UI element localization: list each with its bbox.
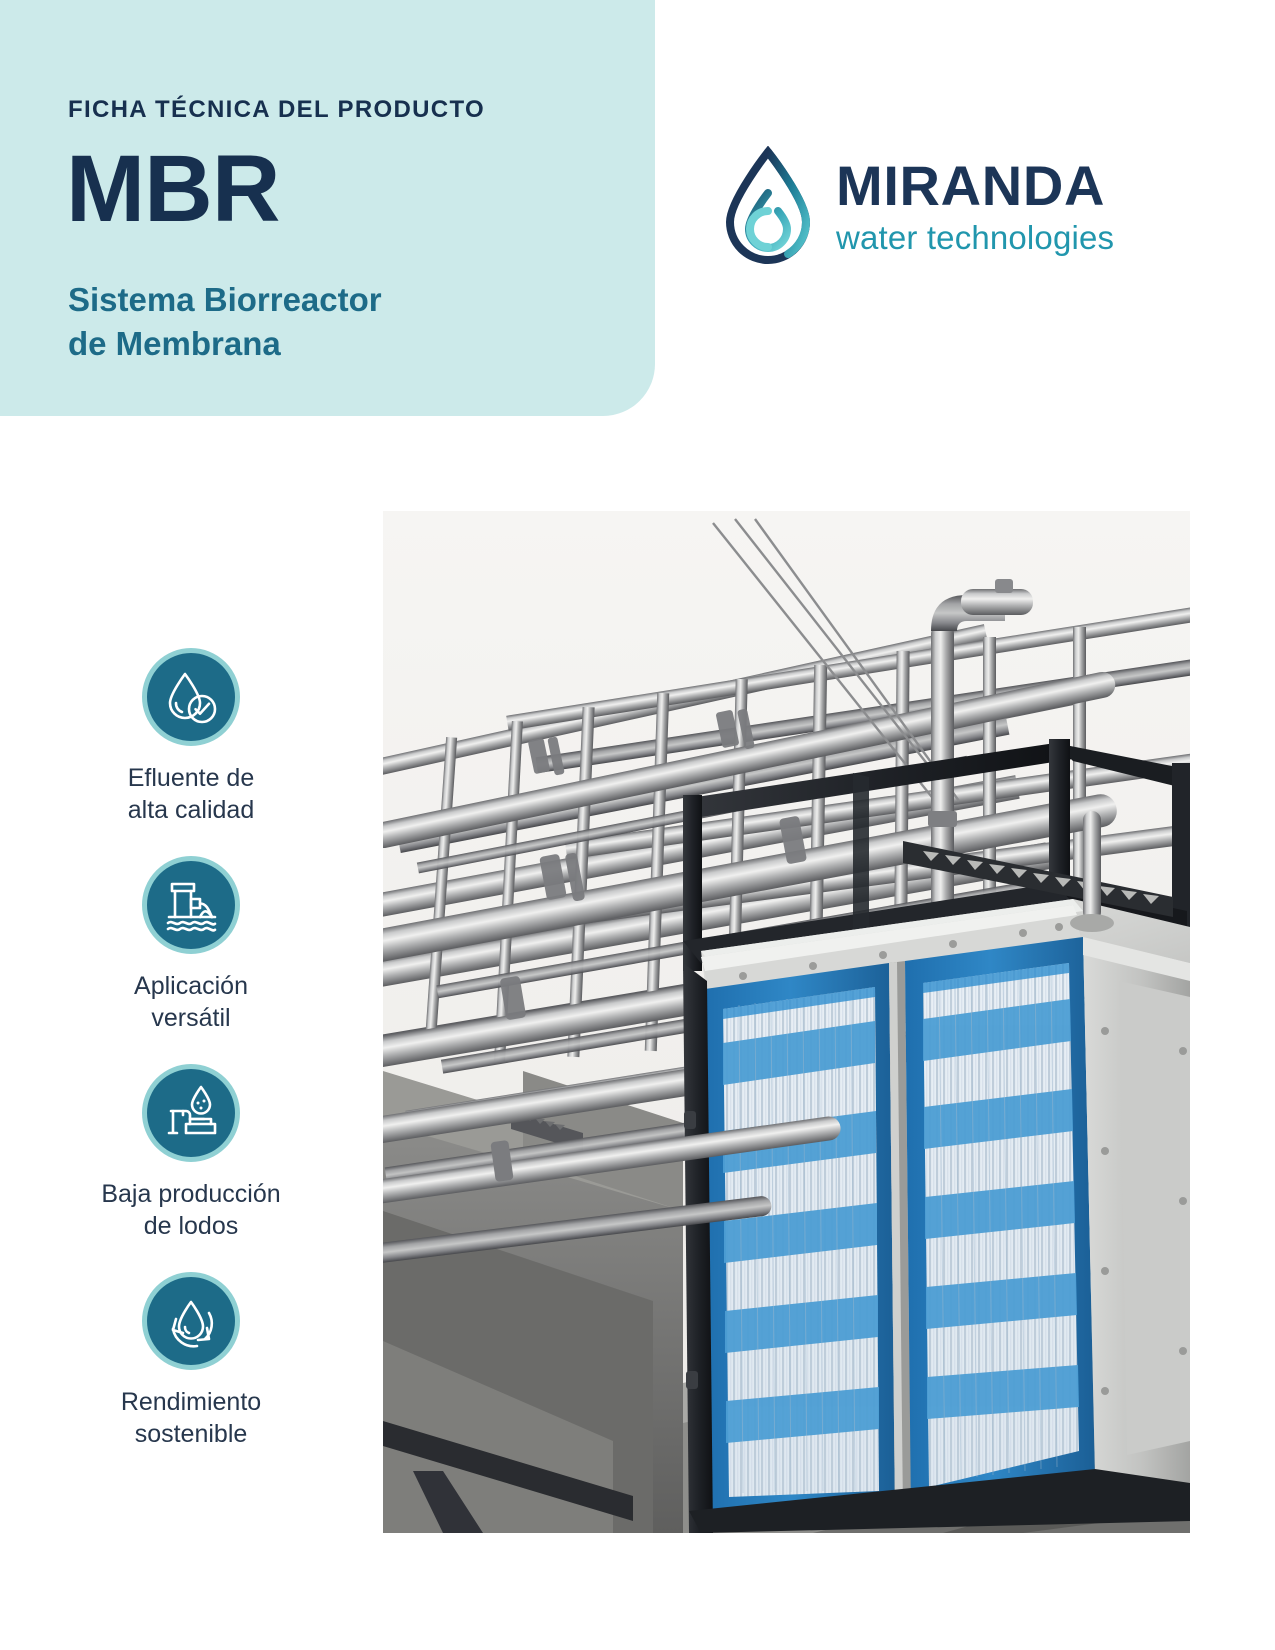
brand-logo: MIRANDA water technologies [716, 140, 1136, 270]
feature-item-effluent-quality: Efluente de alta calidad [60, 648, 322, 826]
page-title: MBR [66, 136, 280, 242]
header-banner: FICHA TÉCNICA DEL PRODUCTO MBR Sistema B… [0, 0, 655, 416]
feature-label: Aplicación versátil [134, 972, 248, 1032]
feature-label: Baja producción de lodos [101, 1180, 281, 1240]
brand-name: MIRANDA [836, 154, 1106, 218]
feature-item-low-sludge: Baja producción de lodos [60, 1064, 322, 1242]
mbr-membrane-cassette-photo [383, 511, 1190, 1533]
brand-logo-text: MIRANDA water technologies [836, 154, 1114, 256]
water-drop-spiral-icon [716, 145, 820, 264]
water-drop-check-icon [142, 648, 240, 746]
water-outfall-discharge-icon [142, 856, 240, 954]
feature-label: Rendimiento sostenible [120, 1388, 262, 1448]
feature-item-versatile-application: Aplicación versátil [60, 856, 322, 1034]
water-recycle-drop-icon [142, 1272, 240, 1370]
page-subtitle: Sistema Biorreactor de Membrana [68, 281, 382, 362]
feature-list: Efluente de alta calidad Aplicación vers… [60, 648, 322, 1450]
brand-tagline: water technologies [836, 219, 1115, 257]
page-kicker: FICHA TÉCNICA DEL PRODUCTO [68, 96, 485, 123]
feature-label: Efluente de alta calidad [127, 764, 255, 824]
feature-item-sustainable-performance: Rendimiento sostenible [60, 1272, 322, 1450]
sludge-press-drop-icon [142, 1064, 240, 1162]
